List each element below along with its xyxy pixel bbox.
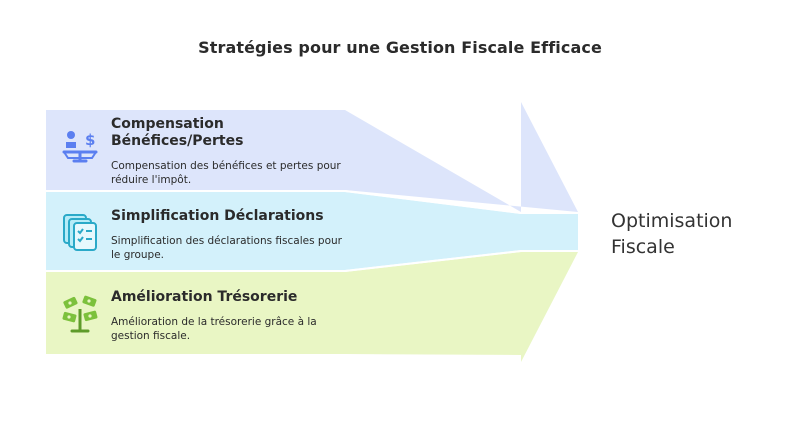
band-description-simplification: Simplification des déclarations fiscales… xyxy=(111,235,342,261)
band-bottom-shape xyxy=(46,252,578,362)
band-heading-tresorerie: Amélioration Trésorerie xyxy=(111,289,298,305)
band-top-shape xyxy=(46,102,578,212)
svg-text:$: $ xyxy=(85,131,95,149)
band-middle-shape xyxy=(46,192,578,270)
band-heading-compensation: Compensation Bénéfices/Pertes xyxy=(111,116,244,149)
documents-checklist-icon xyxy=(63,214,97,251)
band-description-compensation: Compensation des bénéfices et pertes pou… xyxy=(111,160,341,186)
money-plant-icon xyxy=(62,295,98,333)
band-heading-simplification: Simplification Déclarations xyxy=(111,208,324,224)
band-description-tresorerie: Amélioration de la trésorerie grâce à la… xyxy=(111,316,317,342)
diagram-title: Stratégies pour une Gestion Fiscale Effi… xyxy=(198,38,602,57)
result-label: Optimisation Fiscale xyxy=(611,210,733,258)
balance-dollar-icon: $ xyxy=(62,131,98,163)
